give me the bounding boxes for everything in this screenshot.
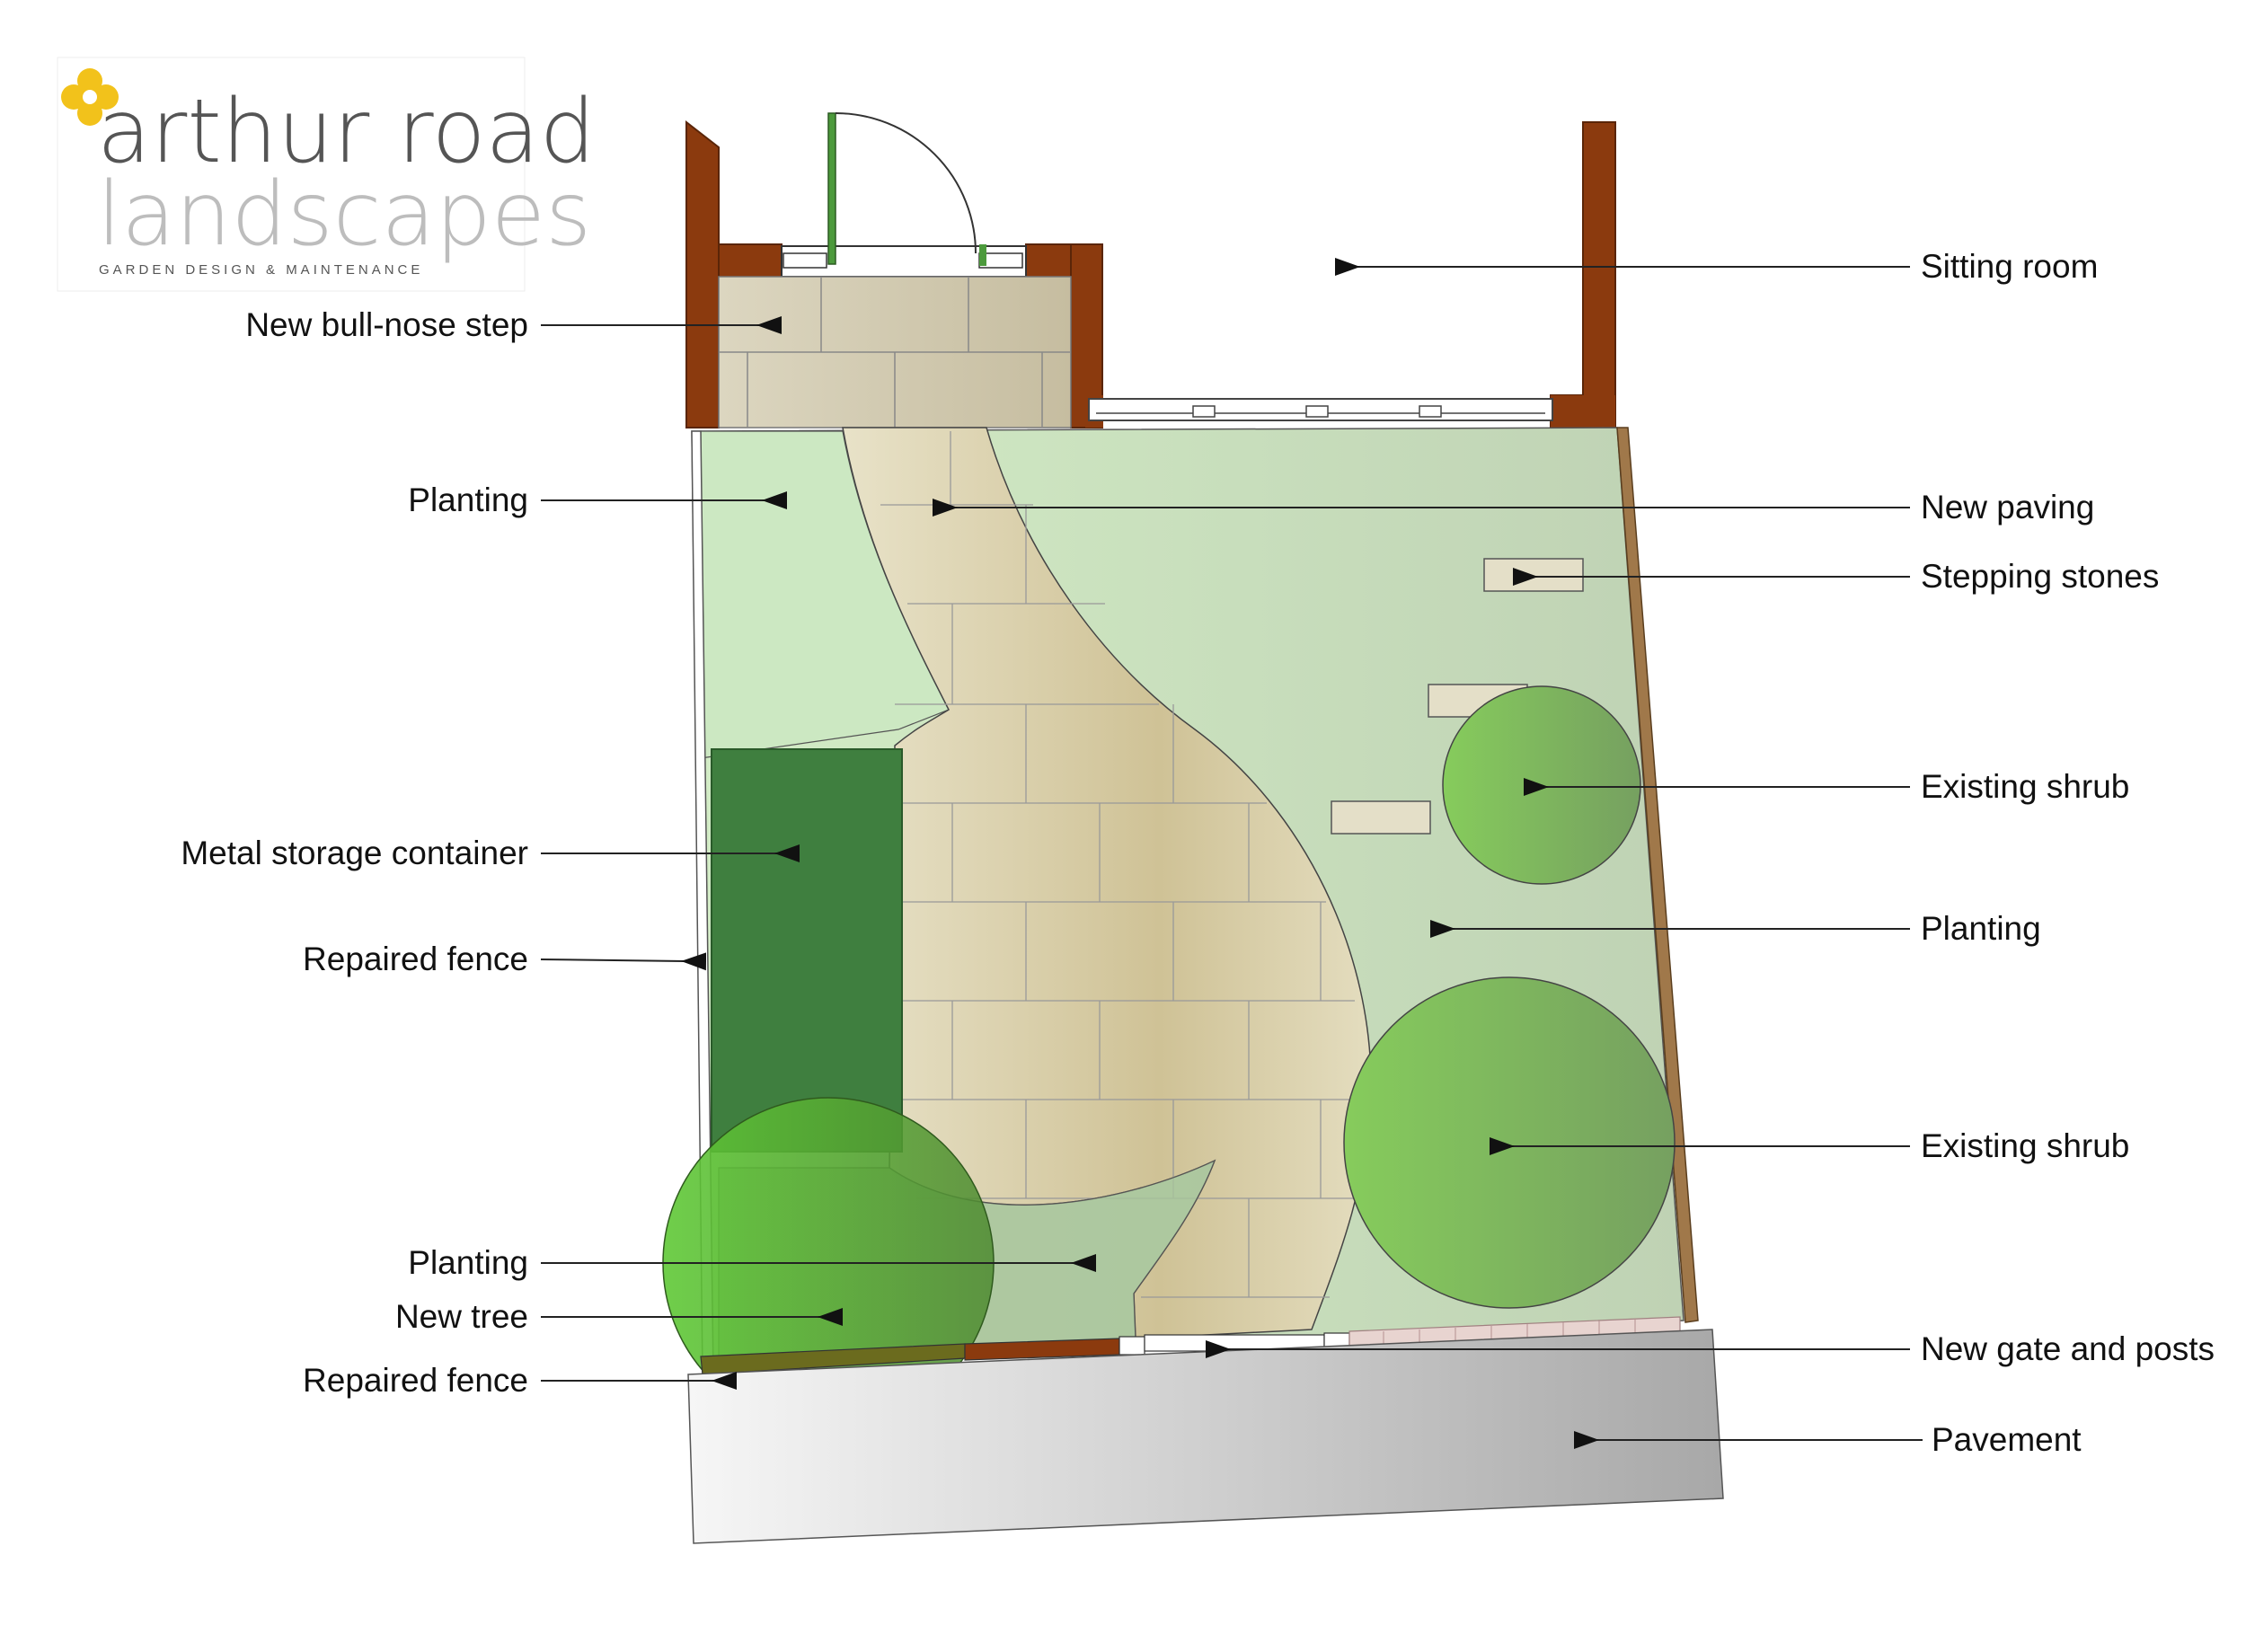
logo-line2: landscapes bbox=[97, 163, 591, 266]
label-metal-storage: Metal storage container bbox=[181, 835, 528, 871]
label-bull-nose-step: New bull-nose step bbox=[245, 306, 528, 343]
label-sitting-room: Sitting room bbox=[1921, 248, 2098, 285]
label-pavement: Pavement bbox=[1932, 1421, 2082, 1458]
bull-nose-step bbox=[718, 276, 1072, 428]
label-existing-shrub-2: Existing shrub bbox=[1921, 1127, 2129, 1164]
existing-shrub-1 bbox=[1442, 685, 1641, 885]
label-planting-bottom: Planting bbox=[408, 1244, 528, 1281]
window bbox=[1088, 398, 1553, 421]
labels: Sitting room New bull-nose step Planting… bbox=[181, 248, 2215, 1458]
logo-line1: arthur road bbox=[97, 81, 596, 183]
existing-shrub-2 bbox=[1343, 976, 1676, 1309]
flower-icon bbox=[61, 68, 119, 126]
label-repaired-fence-2: Repaired fence bbox=[303, 1362, 528, 1399]
new-paving bbox=[842, 427, 1372, 1339]
house-walls bbox=[685, 119, 1616, 428]
label-planting-right: Planting bbox=[1921, 910, 2041, 947]
metal-storage-container bbox=[711, 748, 903, 1153]
front-boundary bbox=[700, 1316, 1681, 1375]
label-new-gate: New gate and posts bbox=[1921, 1330, 2215, 1367]
label-planting-top-left: Planting bbox=[408, 481, 528, 518]
leader-lines bbox=[540, 258, 1923, 1449]
label-existing-shrub-1: Existing shrub bbox=[1921, 768, 2129, 805]
pavement bbox=[687, 1329, 1724, 1544]
logo: arthur road landscapes GARDEN DESIGN & M… bbox=[57, 57, 596, 292]
label-stepping-stones: Stepping stones bbox=[1921, 558, 2159, 595]
logo-tagline: GARDEN DESIGN & MAINTENANCE bbox=[99, 262, 423, 278]
label-new-paving: New paving bbox=[1921, 489, 2094, 526]
right-fence bbox=[1616, 427, 1699, 1323]
label-new-tree: New tree bbox=[395, 1298, 528, 1335]
label-repaired-fence-1: Repaired fence bbox=[303, 941, 528, 977]
door bbox=[781, 112, 1027, 278]
